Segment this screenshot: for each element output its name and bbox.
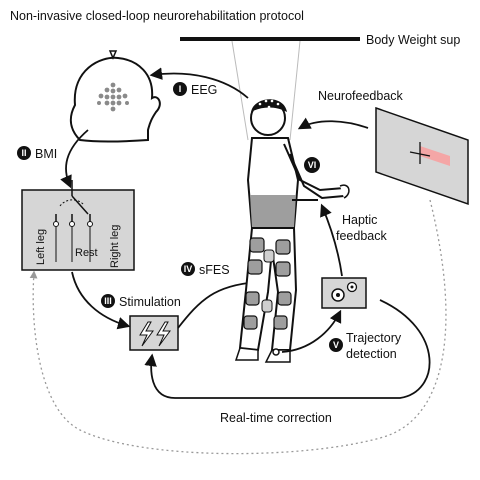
neurofeedback-label: Neurofeedback — [318, 89, 404, 103]
bmi-output-rest: Rest — [75, 247, 98, 259]
sfes-numeral: IV — [184, 264, 193, 274]
bmi-output-left: Left leg — [35, 229, 47, 265]
bmi-output-right: Right leg — [109, 225, 121, 268]
bmi-numeral: II — [21, 148, 26, 158]
bmi-label: BMI — [35, 147, 57, 161]
trajectory-label-line2: detection — [346, 347, 397, 361]
bmi-arrow — [60, 129, 89, 189]
gear-icon — [321, 277, 367, 309]
harness-line-left — [231, 40, 249, 141]
neurofeedback-step: VI — [304, 157, 320, 173]
stimulation-numeral: III — [104, 296, 112, 306]
sfes-label: sFES — [199, 263, 230, 277]
lightning-icon — [129, 315, 179, 351]
eeg-label: EEG — [191, 83, 217, 97]
head-icon — [69, 50, 161, 143]
stimulation-step: III Stimulation — [101, 294, 181, 309]
trajectory-label-line1: Trajectory — [346, 331, 402, 345]
stimulation-arrow — [71, 271, 131, 330]
body-weight-label: Body Weight sup — [366, 33, 460, 47]
person-icon — [234, 99, 350, 363]
haptic-arrow — [320, 203, 343, 277]
diagram-title: Non-invasive closed-loop neurorehabilita… — [10, 9, 304, 23]
bmi-decoder-icon — [21, 180, 135, 271]
sfes-step: IV sFES — [181, 262, 230, 277]
eeg-numeral: I — [179, 84, 182, 94]
eeg-arrow — [149, 67, 249, 99]
harness-line-right — [289, 40, 301, 141]
bmi-step: II BMI — [17, 146, 57, 161]
realtime-correction-label: Real-time correction — [220, 411, 332, 425]
trajectory-arrow — [281, 309, 342, 353]
stimulation-label: Stimulation — [119, 295, 181, 309]
eeg-step: I EEG — [173, 82, 217, 97]
neurofeedback-numeral: VI — [308, 160, 317, 170]
haptic-line2: feedback — [336, 229, 387, 243]
screen-icon — [375, 106, 469, 206]
realtime-correction-arrow — [144, 299, 431, 399]
trajectory-step: V Trajectory detection — [329, 331, 402, 361]
haptic-line1: Haptic — [342, 213, 377, 227]
trajectory-numeral: V — [333, 340, 339, 350]
neurofeedback-arrow — [297, 117, 369, 130]
